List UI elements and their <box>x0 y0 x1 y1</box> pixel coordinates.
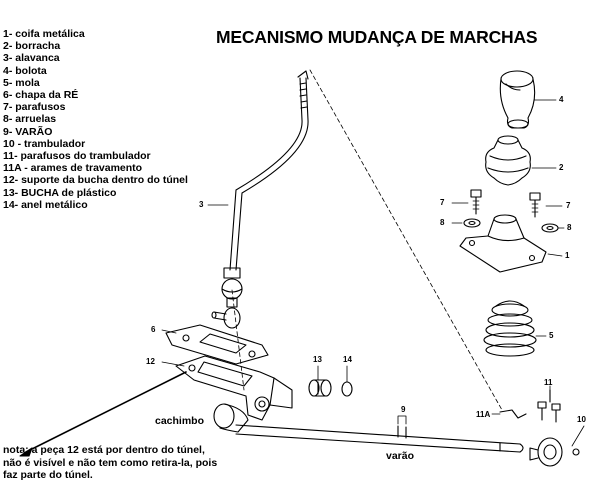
bolt-left <box>470 189 482 215</box>
callout-11: 11 <box>544 378 553 387</box>
shift-coupler <box>529 437 580 467</box>
shift-lever <box>211 69 503 411</box>
label-cachimbo: cachimbo <box>155 415 205 427</box>
legend-item: 1- coifa metálica <box>3 28 85 40</box>
legend-item: 14- anel metálico <box>3 198 88 211</box>
legend-item: 5- mola <box>3 76 40 89</box>
callout-7-left: 7 <box>440 198 445 207</box>
legend-item: 6- chapa da RÉ <box>3 89 79 102</box>
spring <box>483 300 537 357</box>
diagram-title: MECANISMO MUDANÇA DE MARCHAS <box>216 27 538 47</box>
callout-12: 12 <box>146 357 155 366</box>
callout-11a: 11A <box>476 410 491 419</box>
callout-8-right: 8 <box>567 223 572 232</box>
metal-ring <box>341 381 353 397</box>
legend-item: 11- parafusos do trambulador <box>3 150 151 163</box>
legend-item: 3- alavanca <box>3 52 60 65</box>
washer-right <box>541 223 559 233</box>
leader-lines <box>161 99 585 447</box>
legend-item: 11A - arames de travamento <box>3 162 143 175</box>
legend-item: 10 - trambulador <box>3 137 86 150</box>
callout-13: 13 <box>313 355 322 364</box>
legend-item: 13- BUCHA de plástico <box>3 186 117 199</box>
callout-7-right: 7 <box>566 201 571 210</box>
linkage-bolts <box>537 389 561 423</box>
rubber-boot <box>485 135 531 186</box>
washer-left <box>463 218 481 228</box>
callout-4: 4 <box>559 95 564 104</box>
metal-cover <box>459 214 547 273</box>
plastic-bushing <box>308 379 332 397</box>
callout-9: 9 <box>401 405 406 414</box>
legend-item: 7- parafusos <box>3 101 66 114</box>
label-varao: varão <box>386 450 415 462</box>
bushing-support <box>175 355 293 421</box>
shift-knob <box>499 70 536 129</box>
callout-14: 14 <box>343 355 352 364</box>
callout-2: 2 <box>559 163 564 172</box>
reverse-plate <box>165 324 269 365</box>
callout-5: 5 <box>549 331 554 340</box>
legend-item: 2- borracha <box>3 40 61 53</box>
shift-rod <box>213 403 524 453</box>
note-line: nota: a peça 12 está por dentro do túnel… <box>3 444 205 456</box>
note-line: não é visível e não tem como retira-la, … <box>3 456 218 469</box>
legend-item: 8- arruelas <box>3 113 57 126</box>
legend-item: 9- VARÃO <box>3 125 53 138</box>
note-line: faz parte do túnel. <box>3 469 93 481</box>
note-text: nota: a peça 12 está por dentro do túnel… <box>3 444 303 482</box>
callout-3: 3 <box>199 200 204 209</box>
callout-8-left: 8 <box>440 218 445 227</box>
locking-wire <box>499 409 527 419</box>
callout-10: 10 <box>577 415 586 424</box>
legend-item: 4- bolota <box>3 64 47 77</box>
callout-6: 6 <box>151 325 156 334</box>
note-arrow <box>19 371 187 457</box>
bolt-right <box>529 192 541 218</box>
parts-legend: 1- coifa metálica 2- borracha 3- alavanc… <box>3 28 188 211</box>
callout-1: 1 <box>565 251 570 260</box>
legend-item: 12- suporte da bucha dentro do túnel <box>3 174 188 187</box>
